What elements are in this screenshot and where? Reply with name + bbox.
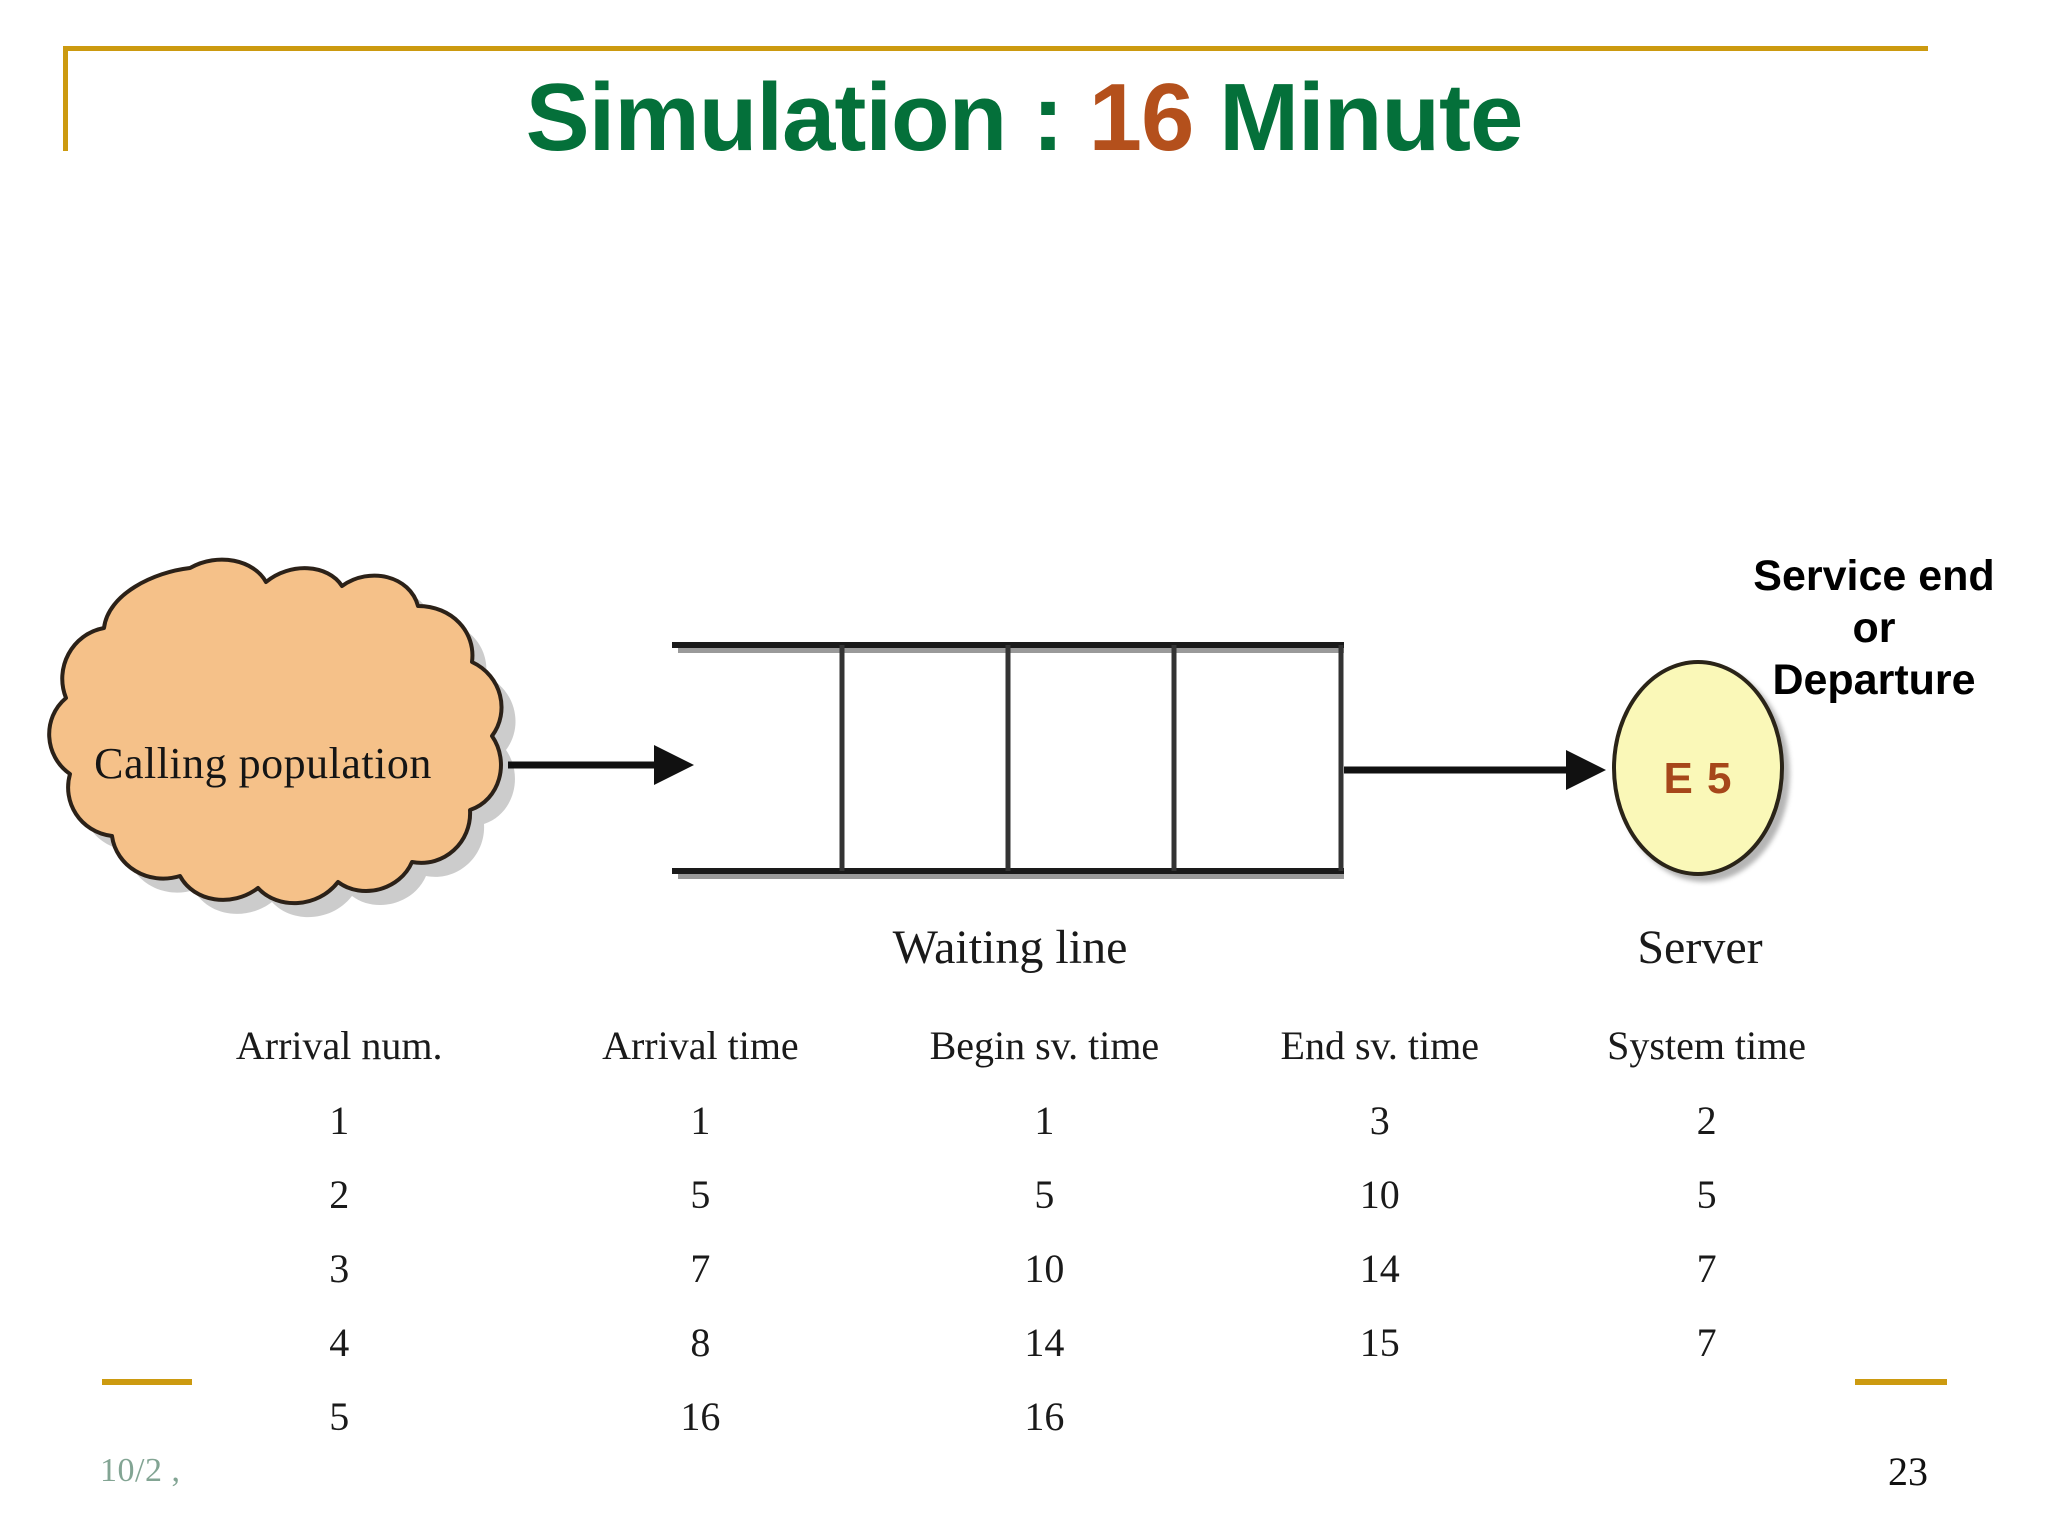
slide-frame-top-rule	[63, 46, 1928, 51]
cell-arrival-time: 16	[680, 1393, 721, 1439]
slide-title: Simulation : 16 Minute	[0, 62, 2048, 174]
cell-arrival-num: 4	[329, 1319, 350, 1365]
column-header-arrival-time: Arrival time	[602, 1023, 799, 1068]
waiting-line-caption: Waiting line	[892, 921, 1128, 974]
arrival-arrow-icon	[508, 745, 694, 785]
server-state-label: E 5	[1663, 754, 1733, 803]
table-row: 3 7 10 14 7	[150, 1231, 1870, 1305]
table-row: 2 5 5 10 5	[150, 1157, 1870, 1231]
cell-arrival-num: 2	[329, 1171, 350, 1217]
cell-system-time: 2	[1696, 1097, 1717, 1143]
cell-arrival-time: 8	[690, 1319, 711, 1365]
cell-end-sv-time: 14	[1359, 1245, 1400, 1291]
cell-arrival-time: 1	[690, 1097, 711, 1143]
cell-arrival-num: 1	[329, 1097, 350, 1143]
cell-system-time: 7	[1696, 1245, 1717, 1291]
cell-arrival-time: 5	[690, 1171, 711, 1217]
table-row: 4 8 14 15 7	[150, 1305, 1870, 1379]
cell-system-time	[1543, 1379, 1870, 1453]
cell-end-sv-time: 3	[1369, 1097, 1390, 1143]
slide-title-prefix: Simulation :	[525, 64, 1089, 171]
slide-frame-bottom-left-dash	[102, 1379, 192, 1385]
cell-arrival-time: 7	[690, 1245, 711, 1291]
server-caption: Server	[1637, 921, 1763, 974]
server-ellipse-shape	[1612, 660, 1784, 876]
table-row: 1 1 1 3 2	[150, 1083, 1870, 1157]
cell-begin-sv-time: 1	[1034, 1097, 1055, 1143]
cell-system-time: 7	[1696, 1319, 1717, 1365]
slide-title-accent: 16	[1088, 64, 1195, 171]
cell-end-sv-time: 10	[1359, 1171, 1400, 1217]
table-row: 5 16 16	[150, 1379, 1870, 1453]
cloud-shape-icon	[47, 557, 516, 918]
server-node: E 5	[1612, 660, 1784, 876]
cell-system-time: 5	[1696, 1171, 1717, 1217]
column-header-system-time: System time	[1607, 1023, 1807, 1068]
calling-population-label: Calling population	[94, 739, 432, 788]
slide-frame-left-rule	[63, 46, 68, 151]
waiting-line-box	[672, 642, 1344, 879]
column-header-begin-sv-time: Begin sv. time	[929, 1023, 1160, 1068]
cell-begin-sv-time: 5	[1034, 1171, 1055, 1217]
column-header-end-sv-time: End sv. time	[1280, 1023, 1480, 1068]
simulation-table: Arrival num. Arrival time Begin sv. time…	[150, 1020, 1870, 1453]
cell-arrival-num: 5	[329, 1393, 350, 1439]
cell-begin-sv-time: 14	[1024, 1319, 1065, 1365]
slide-frame-bottom-right-dash	[1855, 1379, 1947, 1385]
service-arrow-icon	[1344, 750, 1606, 790]
column-header-arrival-num: Arrival num.	[235, 1023, 443, 1068]
cell-arrival-num: 3	[329, 1245, 350, 1291]
table-header-row: Arrival num. Arrival time Begin sv. time…	[150, 1020, 1870, 1083]
service-caption-line-2: or	[1852, 604, 1896, 652]
service-end-caption: Service end or Departure	[1700, 550, 2048, 706]
service-caption-line-1: Service end	[1753, 552, 1995, 600]
footer-date: 10/2 ,	[100, 1452, 181, 1489]
service-caption-line-3: Departure	[1772, 656, 1976, 704]
cell-begin-sv-time: 16	[1024, 1393, 1065, 1439]
cell-begin-sv-time: 10	[1024, 1245, 1065, 1291]
slide-title-suffix: Minute	[1193, 64, 1523, 171]
cell-end-sv-time	[1216, 1379, 1543, 1453]
calling-population-cloud: Calling population	[28, 548, 548, 968]
footer-page-number: 23	[1888, 1449, 1928, 1494]
cell-end-sv-time: 15	[1359, 1319, 1400, 1365]
